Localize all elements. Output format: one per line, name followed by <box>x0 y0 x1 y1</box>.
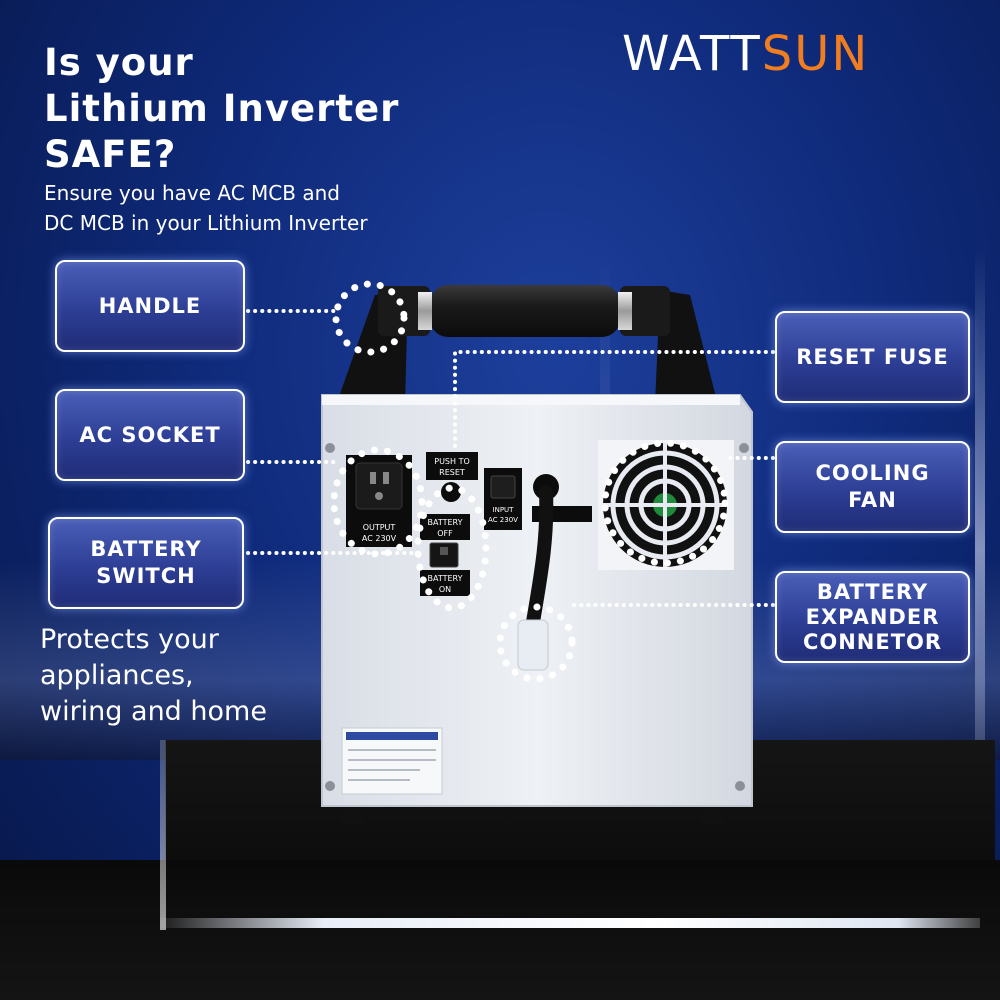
highlight-circle-cooling-fan <box>601 439 729 567</box>
screw-icon <box>325 781 335 791</box>
socket-earth <box>375 492 383 500</box>
callout-cooling-fan-line-1: COOLING <box>815 461 930 485</box>
device-foot-left <box>342 810 364 824</box>
callout-battery-expander-line-2: EXPANDER <box>805 604 940 629</box>
benefit-text: Protects your appliances, wiring and hom… <box>40 622 267 730</box>
push-to-reset-label-1: PUSH TO <box>434 457 470 466</box>
reset-fuse-button[interactable] <box>441 482 461 502</box>
headline-line-1: Is your <box>44 41 194 84</box>
pedestal-front <box>0 860 1000 1000</box>
socket-pin <box>383 472 389 484</box>
sticker-header <box>346 732 438 740</box>
callout-handle: HANDLE <box>55 260 245 352</box>
callout-battery-expander-line-3: CONNETOR <box>802 629 943 654</box>
callout-ac-socket-text: AC SOCKET <box>79 422 221 447</box>
callout-battery-switch-line-1: BATTERY <box>90 537 202 561</box>
socket-pin <box>370 472 376 484</box>
leader-line-reset-fuse <box>453 350 775 452</box>
brand-logo: WATTSUN <box>622 26 869 82</box>
headline-line-3: SAFE? <box>44 133 177 176</box>
logo-part-watt: WATT <box>622 26 762 82</box>
callout-cooling-fan: COOLING FAN <box>775 441 970 533</box>
callout-battery-expander: BATTERY EXPANDER CONNETOR <box>775 571 970 663</box>
expander-connector-plug <box>517 619 549 671</box>
callout-battery-switch-line-2: SWITCH <box>96 564 196 588</box>
battery-on-label-1: BATTERY <box>428 574 463 583</box>
callout-handle-text: HANDLE <box>98 293 202 318</box>
subheadline: Ensure you have AC MCB and DC MCB in you… <box>44 178 368 238</box>
highlight-circle-ac-socket <box>330 446 426 558</box>
input-label-2: AC 230V <box>488 516 518 524</box>
pedestal-edge <box>160 740 166 930</box>
callout-battery-expander-line-1: BATTERY <box>816 579 929 604</box>
battery-off-label-2: OFF <box>437 529 453 538</box>
input-label-1: INPUT <box>493 506 515 514</box>
screw-icon <box>739 443 749 453</box>
push-to-reset-label-2: RESET <box>439 468 465 477</box>
reset-label-plate <box>426 452 478 480</box>
benefit-line-2: appliances, <box>40 660 194 691</box>
callout-battery-switch: BATTERY SWITCH <box>48 517 244 609</box>
callout-reset-fuse: RESET FUSE <box>775 311 970 403</box>
handle-bracket-right <box>655 290 718 405</box>
highlight-circle-handle <box>332 280 408 356</box>
benefit-line-1: Protects your <box>40 624 219 655</box>
battery-off-plate <box>420 514 470 540</box>
handle-collar-right <box>618 292 632 330</box>
callout-ac-socket: AC SOCKET <box>55 389 245 481</box>
callout-cooling-fan-line-2: FAN <box>848 488 897 512</box>
logo-part-sun: SUN <box>761 26 870 82</box>
highlight-circle-expander <box>496 603 576 683</box>
battery-on-label-2: ON <box>439 585 451 594</box>
callout-reset-fuse-text: RESET FUSE <box>796 344 949 369</box>
handle-collar-left <box>418 292 432 330</box>
subheadline-line-1: Ensure you have AC MCB and <box>44 181 340 205</box>
subheadline-line-2: DC MCB in your Lithium Inverter <box>44 211 368 235</box>
headline-line-2: Lithium Inverter <box>44 87 400 130</box>
handle-grip <box>430 285 620 337</box>
screw-icon <box>735 781 745 791</box>
light-pillar-right <box>975 250 985 850</box>
pedestal-light-strip <box>160 918 980 928</box>
body-top-edge <box>322 395 740 405</box>
output-label-2: AC 230V <box>362 534 397 543</box>
headline: Is your Lithium Inverter SAFE? <box>44 40 399 178</box>
output-label-1: OUTPUT <box>363 523 396 532</box>
expander-cable <box>525 485 554 635</box>
screw-icon <box>325 443 335 453</box>
benefit-line-3: wiring and home <box>40 696 267 727</box>
device-foot-right <box>702 810 724 824</box>
switch-knob <box>440 547 448 555</box>
highlight-circle-battery-switch <box>414 484 490 612</box>
socket-face <box>355 462 403 510</box>
battery-off-label-1: BATTERY <box>428 518 463 527</box>
cooling-fan <box>598 440 734 570</box>
input-socket-face <box>490 475 516 499</box>
handle-cap-right <box>620 286 670 336</box>
